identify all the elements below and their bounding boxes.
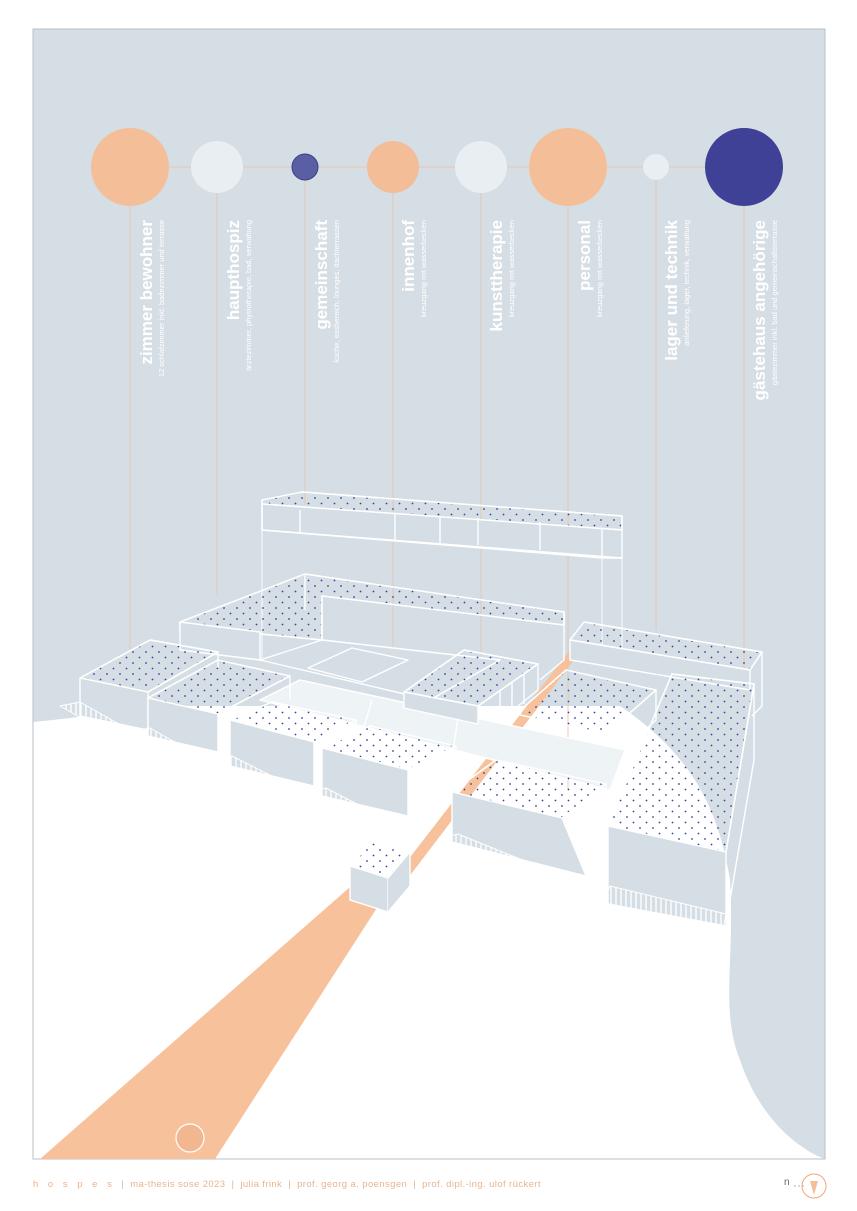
label-sub-7: gästezimmer inkl. bad und gemeinschaftst… — [770, 220, 779, 385]
program-gemeinschaft-icon — [291, 153, 319, 181]
block-gaestehaus — [601, 673, 755, 947]
block-zimmer-4 — [303, 725, 457, 831]
footer-author: julia frink — [240, 1179, 283, 1190]
block-front-center — [439, 759, 607, 899]
program-circles — [91, 128, 783, 206]
block-kunsttherapie — [403, 649, 539, 725]
label-title-6: lager und technik — [662, 219, 681, 360]
footer-project: h o s p e s — [33, 1179, 116, 1190]
footer-thesis: ma-thesis sose 2023 — [130, 1179, 226, 1190]
north-arrow: n — [784, 1172, 828, 1200]
entry-marker-icon — [175, 1123, 205, 1153]
footer-separator: | — [121, 1179, 125, 1190]
footer-prof1: prof. georg a. poensgen — [297, 1179, 408, 1190]
label-title-5: personal — [575, 220, 594, 291]
label-sub-5: kreuzgang mit wasserbecken — [595, 220, 604, 317]
label-sub-4: kreuzgang mit wasserbecken — [507, 220, 516, 317]
footer-prof2: prof. dipl.-ing. ulof rückert — [422, 1179, 541, 1190]
program-kunsttherapie-icon — [455, 141, 507, 193]
footer-credits: h o s p e s | ma-thesis sose 2023 | julia fr… — [33, 1179, 541, 1190]
program-personal-icon — [529, 128, 607, 206]
north-label: n — [784, 1177, 790, 1188]
block-personal — [515, 669, 657, 749]
block-zimmer-2 — [129, 659, 291, 767]
program-gaestehaus-icon — [705, 128, 783, 206]
footer-separator: | — [288, 1179, 292, 1190]
block-entry — [349, 841, 411, 913]
footer-separator: | — [413, 1179, 417, 1190]
program-labels: zimmer bewohner 12 schlafzimmer inkl. ba… — [137, 219, 779, 400]
program-zimmer-bewohner-icon — [91, 128, 169, 206]
label-sub-6: anlieferung, lager, technik, verwaltung — [682, 220, 691, 346]
program-lager-technik-icon — [643, 154, 669, 180]
label-title-3: innenhof — [399, 220, 418, 292]
program-haupthospiz-icon — [191, 141, 243, 193]
label-sub-1: ärztezimmer, physiotherapie, bad, verwal… — [244, 220, 253, 371]
program-innenhof-icon — [367, 141, 419, 193]
label-title-7: gästehaus angehörige — [750, 220, 769, 400]
water-basin — [307, 647, 409, 683]
footer-separator: | — [231, 1179, 235, 1190]
label-sub-3: kreuzgang mit wasserbecken — [419, 220, 428, 317]
label-sub-2: küche, essbereich, lounges, dachterrasse… — [332, 220, 341, 363]
label-title-0: zimmer bewohner — [137, 220, 156, 365]
label-sub-0: 12 schlafzimmer inkl. badezimmer und ter… — [157, 220, 166, 377]
label-title-2: gemeinschaft — [312, 220, 331, 330]
leader-lines — [129, 180, 745, 790]
label-title-1: haupthospiz — [224, 220, 243, 320]
north-arrow-icon — [794, 1173, 827, 1199]
block-zimmer-3 — [209, 701, 357, 797]
block-zimmer-1 — [59, 639, 219, 741]
access-path — [40, 880, 395, 1159]
roof-frame — [261, 491, 623, 660]
label-title-4: kunsttherapie — [487, 220, 506, 331]
axonometric-building — [59, 491, 763, 947]
